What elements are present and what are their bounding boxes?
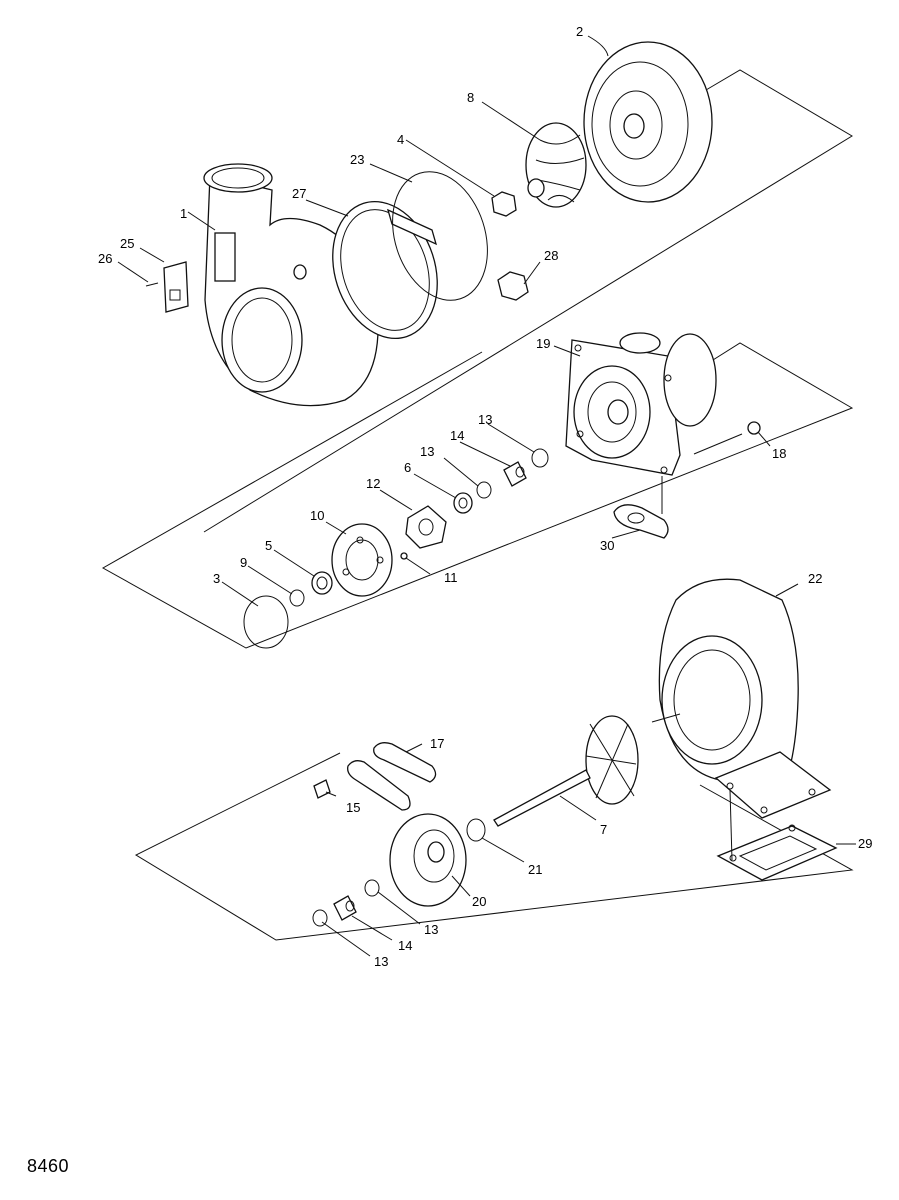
callout-30: 30 — [600, 538, 614, 553]
callout-1: 1 — [180, 206, 187, 221]
seal-ring-21 — [466, 818, 486, 842]
retaining-ring-13-mid — [476, 481, 492, 499]
screw-11 — [400, 552, 408, 560]
callout-3: 3 — [213, 571, 220, 586]
callout-2: 2 — [576, 24, 583, 39]
retaining-ring-13-top — [531, 448, 549, 468]
plug — [747, 421, 761, 435]
turbine-wheel-shaft — [493, 715, 639, 827]
callout-29: 29 — [858, 836, 872, 851]
callout-5: 5 — [265, 538, 272, 553]
callout-6: 6 — [404, 460, 411, 475]
nut-4 — [491, 191, 517, 217]
spacer-sleeve — [453, 492, 473, 514]
callout-17: 17 — [430, 736, 444, 751]
bearing-14-bottom — [333, 895, 357, 921]
group-frame-top — [203, 69, 853, 533]
oil-drain-gasket — [613, 504, 669, 539]
heat-shield-20 — [389, 813, 467, 907]
lock-plate-17 — [347, 760, 411, 811]
compressor-backplate — [583, 41, 713, 203]
callout-12: 12 — [366, 476, 380, 491]
nut-28 — [497, 271, 529, 301]
callout-23: 23 — [350, 152, 364, 167]
callout-25: 25 — [120, 236, 134, 251]
callout-18: 18 — [772, 446, 786, 461]
turbine-gasket — [716, 824, 838, 881]
piston-ring — [289, 589, 305, 607]
callout-11: 11 — [444, 570, 458, 585]
callout-13-bottom-left: 13 — [374, 954, 388, 969]
callout-14-bottom: 14 — [398, 938, 412, 953]
bearing-14-top — [503, 461, 527, 487]
turbine-housing — [658, 578, 832, 819]
callout-9: 9 — [240, 555, 247, 570]
retaining-ring-13-bottom-b — [312, 909, 328, 927]
callout-10: 10 — [310, 508, 324, 523]
callout-8: 8 — [467, 90, 474, 105]
figure-number: 8460 — [27, 1156, 70, 1176]
o-ring-3 — [243, 595, 289, 649]
callout-13-top: 13 — [478, 412, 492, 427]
compressor-housing — [203, 163, 379, 407]
callout-28: 28 — [544, 248, 558, 263]
callout-14-top: 14 — [450, 428, 464, 443]
nameplate — [163, 261, 189, 313]
callout-27: 27 — [292, 186, 306, 201]
leader-lines — [117, 35, 856, 957]
drive-screw — [145, 282, 159, 287]
thrust-collar — [311, 571, 333, 595]
retaining-ring-13-bottom-a — [364, 879, 380, 897]
callout-26: 26 — [98, 251, 112, 266]
callout-21: 21 — [528, 862, 542, 877]
v-band-clamp — [332, 201, 438, 339]
bearing-housing — [565, 332, 717, 476]
callout-13-mid: 13 — [420, 444, 434, 459]
seal-plate — [331, 523, 393, 597]
callout-15: 15 — [346, 800, 360, 815]
group-frame-middle — [101, 342, 854, 649]
callout-19: 19 — [536, 336, 550, 351]
thrust-bearing — [405, 505, 447, 549]
heat-shield-lock-plate — [373, 742, 437, 783]
callout-4: 4 — [397, 132, 404, 147]
compressor-wheel — [525, 122, 587, 208]
callout-20: 20 — [472, 894, 486, 909]
callout-13-bottom-right: 13 — [424, 922, 438, 937]
o-ring-large — [392, 171, 488, 301]
bolt-15 — [313, 779, 331, 799]
callout-22: 22 — [808, 571, 822, 586]
callouts: 2 8 4 23 27 1 25 26 28 19 13 14 13 18 6 … — [98, 24, 872, 969]
callout-7: 7 — [600, 822, 607, 837]
